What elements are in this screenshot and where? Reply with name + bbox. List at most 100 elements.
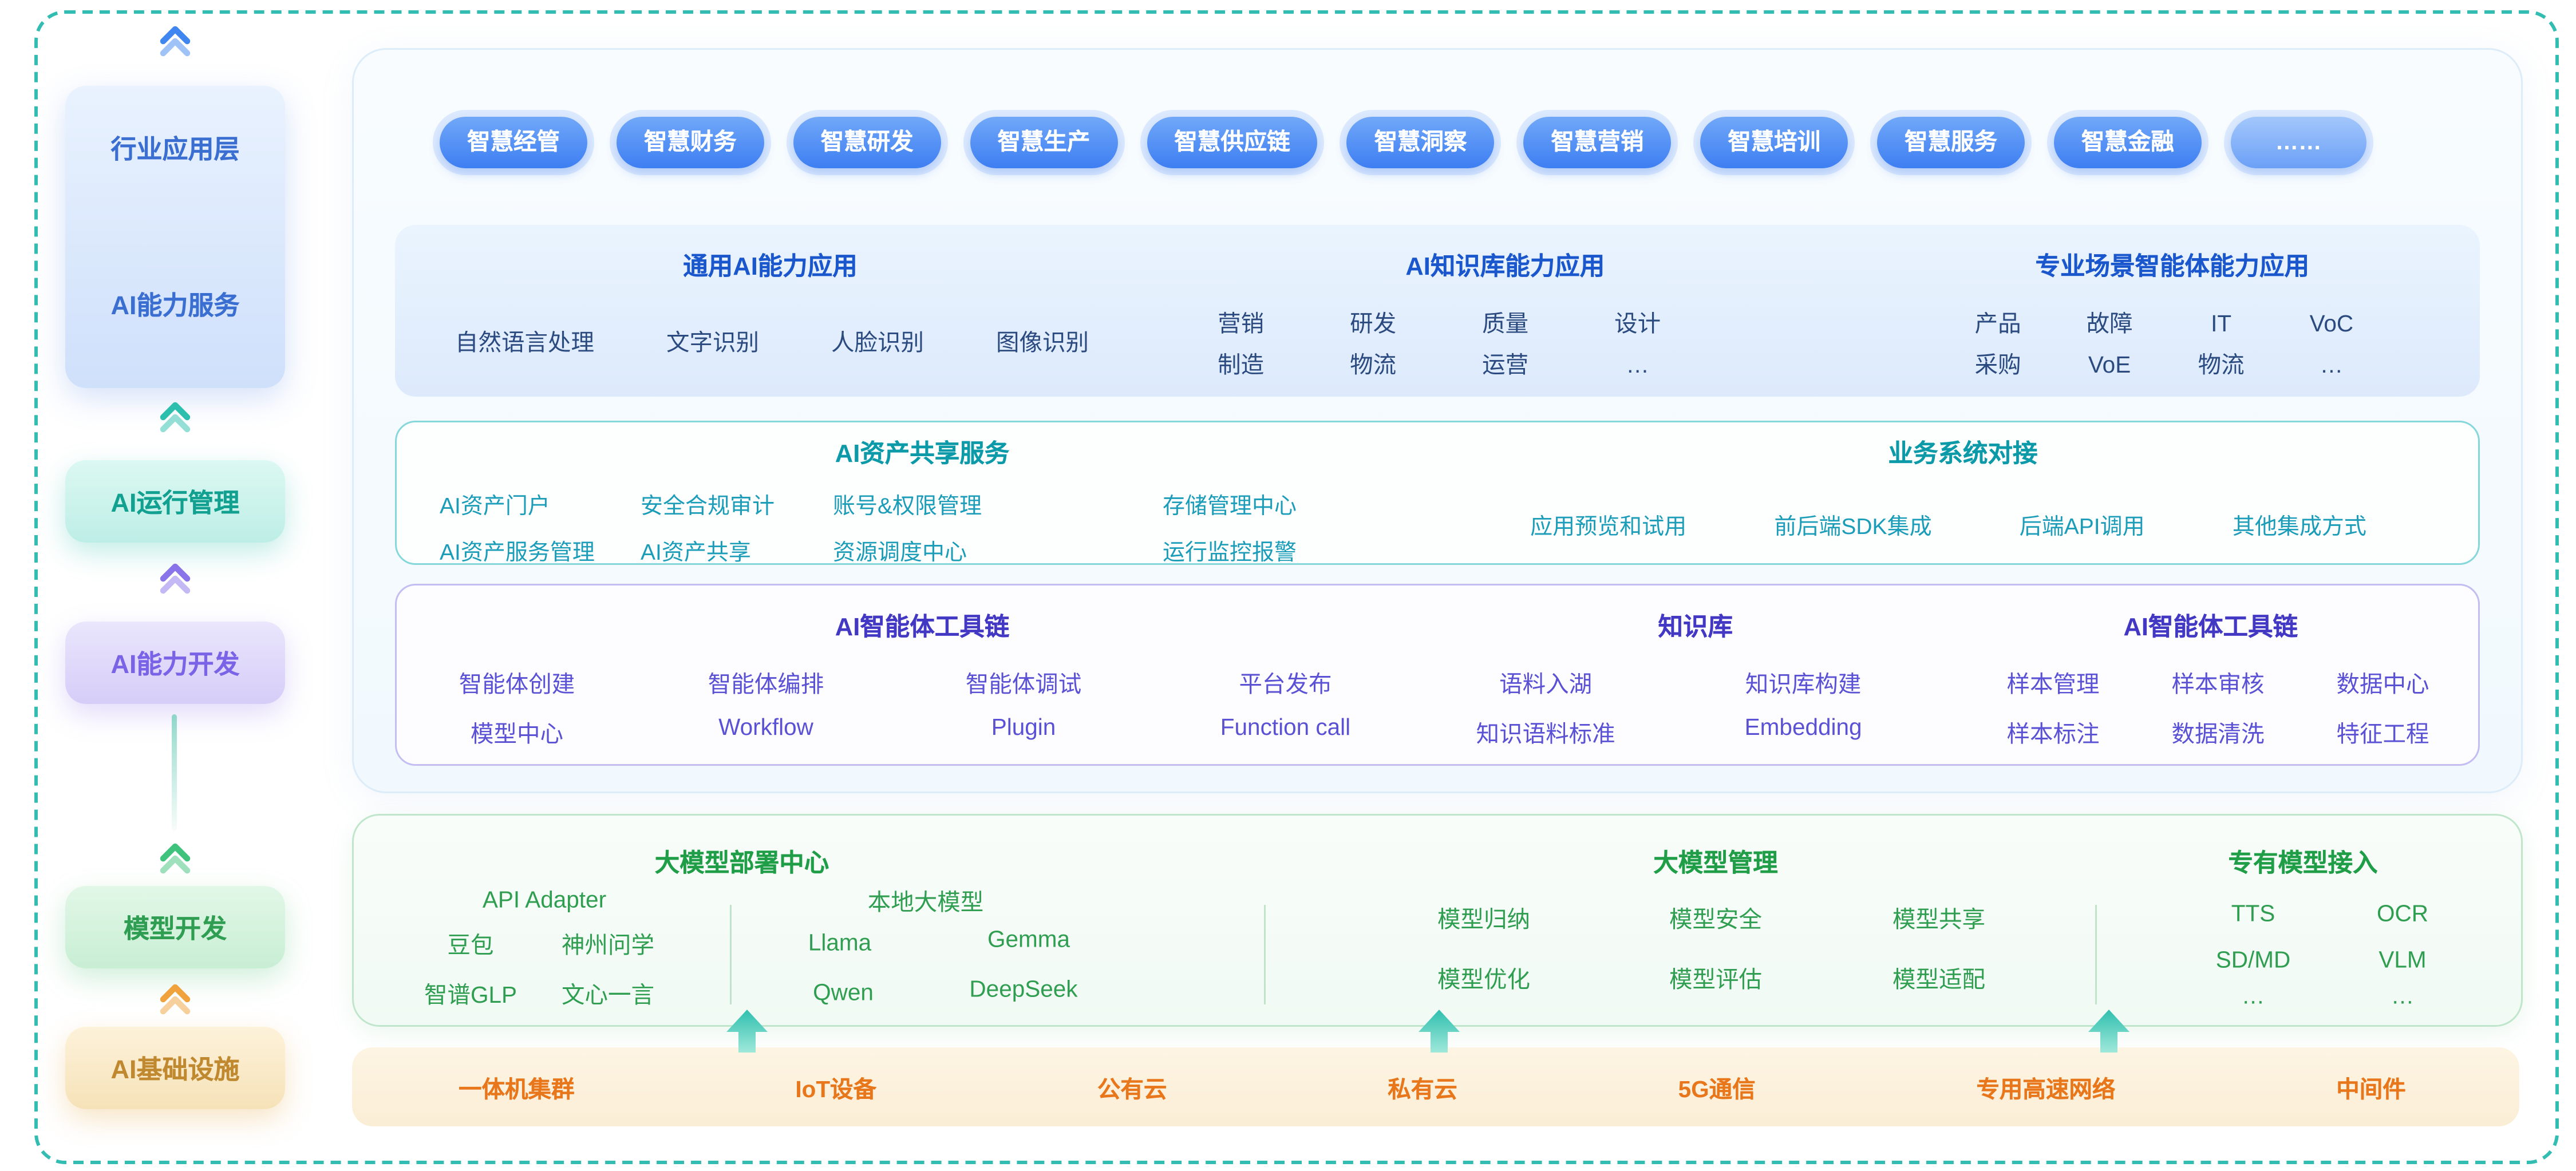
cap-item: IT <box>2211 311 2232 337</box>
system-integration-group: 业务系统对接 应用预览和试用 前后端SDK集成 后端API调用 其他集成方式 <box>1448 422 2478 563</box>
group-items: 自然语言处理 文字识别 人脸识别 图像识别 <box>395 323 1145 357</box>
asset-item: 安全合规审计 <box>641 493 775 519</box>
tool-item: Function call <box>1220 714 1351 740</box>
app-pill: 智慧培训 <box>1700 117 1848 168</box>
tool-item: Embedding <box>1744 714 1862 740</box>
model-item: 智谱GLP <box>424 982 517 1008</box>
cap-col: IT 物流 <box>2198 304 2245 386</box>
app-pill: 智慧供应链 <box>1147 117 1318 168</box>
model-item: Gemma <box>987 926 1070 952</box>
tool-item: Plugin <box>991 714 1056 740</box>
arrow-up-icon <box>156 979 194 1016</box>
cap-item: 故障 <box>2086 311 2133 337</box>
group-title: AI智能体工具链 <box>2123 615 2298 642</box>
model-item: 文心一言 <box>562 982 654 1008</box>
infra-item: 私有云 <box>1388 1077 1457 1102</box>
cap-col: 营销 制造 <box>1218 304 1264 386</box>
group-title: AI资产共享服务 <box>835 441 1010 469</box>
group-title: 专业场景智能体能力应用 <box>2035 254 2310 282</box>
infra-item: 公有云 <box>1097 1077 1167 1102</box>
cap-item: 营销 <box>1218 311 1265 337</box>
cap-item: … <box>2320 352 2344 378</box>
arrow-up-icon <box>1413 1006 1465 1058</box>
asset-item: AI资产共享 <box>641 539 751 565</box>
model-item: 神州问学 <box>562 932 654 958</box>
app-pill: 智慧服务 <box>1877 117 2025 168</box>
group-items: 语料入湖 知识库构建 知识语料标准 Embedding <box>1448 664 1943 749</box>
data-toolchain-group: AI智能体工具链 样本管理 样本审核 数据中心 样本标注 数据清洗 特征工程 <box>1943 586 2478 764</box>
asset-item: 存储管理中心 <box>1163 493 1297 519</box>
cap-item: … <box>1626 352 1649 378</box>
group-title: 通用AI能力应用 <box>683 254 858 282</box>
group-items: 营销 制造 研发 物流 质量 运营 设计 … <box>1145 304 1864 386</box>
cap-col: 故障 VoE <box>2087 304 2133 386</box>
group-items: 样本管理 样本审核 数据中心 样本标注 数据清洗 特征工程 <box>1943 664 2478 749</box>
model-item: Qwen <box>813 979 874 1006</box>
tool-item: 样本审核 <box>2171 671 2265 697</box>
arrow-up-icon <box>156 21 194 58</box>
infra-item: 中间件 <box>2336 1077 2406 1102</box>
cap-item: 质量 <box>1482 311 1529 337</box>
cap-item: 运营 <box>1482 352 1529 378</box>
knowledge-ai-group: AI知识库能力应用 营销 制造 研发 物流 质量 运营 设计 <box>1145 225 1864 397</box>
connector-line <box>172 714 177 831</box>
capability-box: 通用AI能力应用 自然语言处理 文字识别 人脸识别 图像识别 AI知识库能力应用… <box>395 225 2480 397</box>
cap-item: 制造 <box>1218 352 1265 378</box>
model-item: 模型适配 <box>1893 967 1985 992</box>
tool-item: 知识库构建 <box>1745 671 1862 697</box>
sidebar-layer-ai-dev: AI能力开发 <box>65 622 285 704</box>
group-items: 应用预览和试用 前后端SDK集成 后端API调用 其他集成方式 <box>1448 508 2478 541</box>
app-pill: 智慧营销 <box>1523 117 1672 168</box>
infra-item: 一体机集群 <box>459 1077 575 1102</box>
cap-col: 设计 … <box>1614 304 1661 386</box>
tool-item: 模型中心 <box>471 721 563 747</box>
group-items: 智能体创建 智能体编排 智能体调试 平台发布 模型中心 Workflow Plu… <box>397 664 1448 749</box>
cap-item: 自然语言处理 <box>455 330 594 355</box>
asset-item: 应用预览和试用 <box>1530 513 1687 539</box>
layer-label-ai-service: AI能力服务 <box>110 292 240 321</box>
subgroup-title: API Adapter <box>482 887 607 913</box>
asset-item: 其他集成方式 <box>2232 513 2366 539</box>
model-item: Llama <box>808 929 872 956</box>
tool-item: 智能体创建 <box>459 671 575 697</box>
cap-col: VoC … <box>2310 304 2354 386</box>
asset-item: 运行监控报警 <box>1163 539 1297 565</box>
app-pill: 智慧研发 <box>793 117 941 168</box>
sidebar-layer-industry-app: 行业应用层 AI能力服务 <box>65 86 285 388</box>
asset-item: AI资产门户 <box>440 493 550 519</box>
asset-services-box: AI资产共享服务 AI资产门户 安全合规审计 账号&权限管理 存储管理中心 AI… <box>395 421 2480 565</box>
tool-item: 智能体调试 <box>965 671 1082 697</box>
layer-label: AI基础设施 <box>110 1055 240 1085</box>
layer-label: AI运行管理 <box>110 488 240 518</box>
tool-item: 知识语料标准 <box>1476 721 1615 747</box>
infrastructure-bar: 一体机集群 IoT设备 公有云 私有云 5G通信 专用高速网络 中间件 <box>352 1047 2519 1126</box>
model-item: TTS <box>2231 900 2275 927</box>
tool-item: 平台发布 <box>1239 671 1332 697</box>
cap-item: 采购 <box>1974 352 2021 378</box>
model-layer-panel: 大模型部署中心 大模型管理 专有模型接入 API Adapter 本地大模型 豆… <box>352 814 2523 1027</box>
group-title: 业务系统对接 <box>1888 441 2038 469</box>
arrow-up-icon <box>2083 1006 2135 1058</box>
toolchain-box: AI智能体工具链 智能体创建 智能体编排 智能体调试 平台发布 模型中心 Wor… <box>395 584 2480 766</box>
arrow-up-icon <box>721 1006 773 1058</box>
divider <box>730 905 732 1004</box>
knowledge-base-group: 知识库 语料入湖 知识库构建 知识语料标准 Embedding <box>1448 586 1943 764</box>
infra-item: IoT设备 <box>795 1077 877 1102</box>
model-item: … <box>2391 983 2415 1009</box>
scene-agent-group: 专业场景智能体能力应用 产品 采购 故障 VoE IT 物流 <box>1865 225 2480 397</box>
cap-item: 图像识别 <box>996 330 1089 355</box>
sidebar-layer-model-dev: 模型开发 <box>65 886 285 968</box>
group-title: 大模型部署中心 <box>654 850 829 879</box>
model-item: … <box>2241 983 2265 1009</box>
cap-item: 文字识别 <box>666 330 759 355</box>
cap-col: 产品 采购 <box>1975 304 2021 386</box>
asset-share-group: AI资产共享服务 AI资产门户 安全合规审计 账号&权限管理 存储管理中心 AI… <box>397 422 1448 565</box>
infra-item: 专用高速网络 <box>1976 1077 2116 1102</box>
layer-label-industry: 行业应用层 <box>110 136 240 165</box>
tool-item: 数据清洗 <box>2171 721 2265 747</box>
group-title: AI智能体工具链 <box>835 615 1010 642</box>
tool-item: Workflow <box>718 714 813 740</box>
group-title: AI知识库能力应用 <box>1405 254 1605 282</box>
cap-item: VoE <box>2088 352 2131 378</box>
group-items: 产品 采购 故障 VoE IT 物流 VoC … <box>1865 304 2480 386</box>
